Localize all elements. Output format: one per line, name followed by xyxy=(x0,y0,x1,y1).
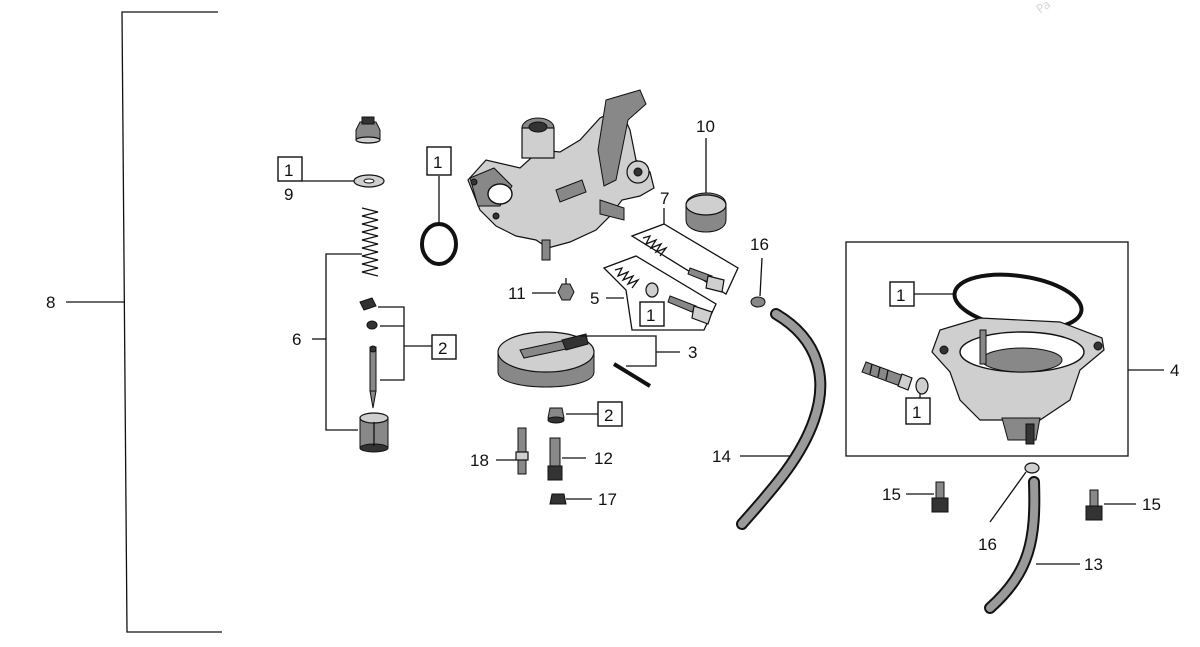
callout-10: 10 xyxy=(696,117,715,136)
drain-screw-part xyxy=(861,361,913,391)
bracket-8: 8 xyxy=(46,11,222,633)
box-1-d-label: 1 xyxy=(896,286,905,305)
callout-3: 3 xyxy=(688,343,697,362)
tube-14-part: 14 xyxy=(712,308,827,530)
callout-6: 6 xyxy=(292,330,301,349)
float-bowl-part xyxy=(931,317,1105,445)
box-1-d xyxy=(889,281,915,307)
screw-17-part: 17 xyxy=(549,490,617,509)
cap-10-part: 10 xyxy=(685,117,727,233)
callout-12: 12 xyxy=(594,449,613,468)
box-2-a-label: 2 xyxy=(438,339,447,358)
box-1-c-label: 1 xyxy=(646,306,655,325)
box-1-c xyxy=(639,301,665,327)
main-jet-part xyxy=(547,407,598,424)
bolt-15-right: 15 xyxy=(1085,489,1161,521)
callout-9: 9 xyxy=(284,185,293,204)
pilot-screw-kit-7: 7 xyxy=(630,189,739,295)
box-1-e xyxy=(905,397,931,425)
box-2-b-label: 2 xyxy=(604,406,613,425)
callout-13: 13 xyxy=(1084,555,1103,574)
clip-16-upper: 16 xyxy=(750,235,769,308)
tube-13-part: 13 xyxy=(984,476,1103,614)
float-chamber-group-4: 4 1 1 xyxy=(845,241,1179,457)
box-1-a-label: 1 xyxy=(284,161,293,180)
part-11: 11 xyxy=(508,278,575,303)
o-ring-part xyxy=(420,176,458,266)
throttle-valve-part xyxy=(359,412,389,453)
callout-11: 11 xyxy=(508,284,526,303)
watermark: Pa xyxy=(1034,0,1054,16)
float-3-part: 3 xyxy=(497,331,697,388)
carburetor-body-part xyxy=(467,89,655,261)
drain-washer-part xyxy=(915,377,929,398)
box-2-a xyxy=(431,334,457,360)
float-spring-part xyxy=(361,207,379,277)
cap-nut-part xyxy=(355,116,381,144)
callout-15-a: 15 xyxy=(882,485,901,504)
washer-9-part xyxy=(353,174,385,188)
callout-15-b: 15 xyxy=(1142,495,1161,514)
callout-18: 18 xyxy=(470,451,489,470)
callout-16-b: 16 xyxy=(978,535,997,554)
jet-needle-part xyxy=(369,345,377,409)
screw-kit-5: 1 5 xyxy=(590,255,717,331)
callout-14: 14 xyxy=(712,447,731,466)
needle-clip-part xyxy=(359,297,378,330)
callout-16-a: 16 xyxy=(750,235,769,254)
box-1-a xyxy=(277,156,303,182)
needle-jet-12-part: 12 xyxy=(547,437,613,481)
jet-18-part: 18 xyxy=(470,427,529,475)
callout-5: 5 xyxy=(590,289,599,308)
box-1-e-label: 1 xyxy=(912,403,921,422)
callout-4: 4 xyxy=(1170,361,1179,380)
bolt-15-left: 15 xyxy=(882,481,949,513)
box-1-b xyxy=(426,146,452,176)
callout-8: 8 xyxy=(46,293,55,312)
box-1-b-label: 1 xyxy=(433,153,442,172)
clip-16-lower: 16 xyxy=(978,462,1040,554)
box-2-b xyxy=(597,401,623,427)
callout-7: 7 xyxy=(660,189,669,208)
callout-17: 17 xyxy=(598,490,617,509)
